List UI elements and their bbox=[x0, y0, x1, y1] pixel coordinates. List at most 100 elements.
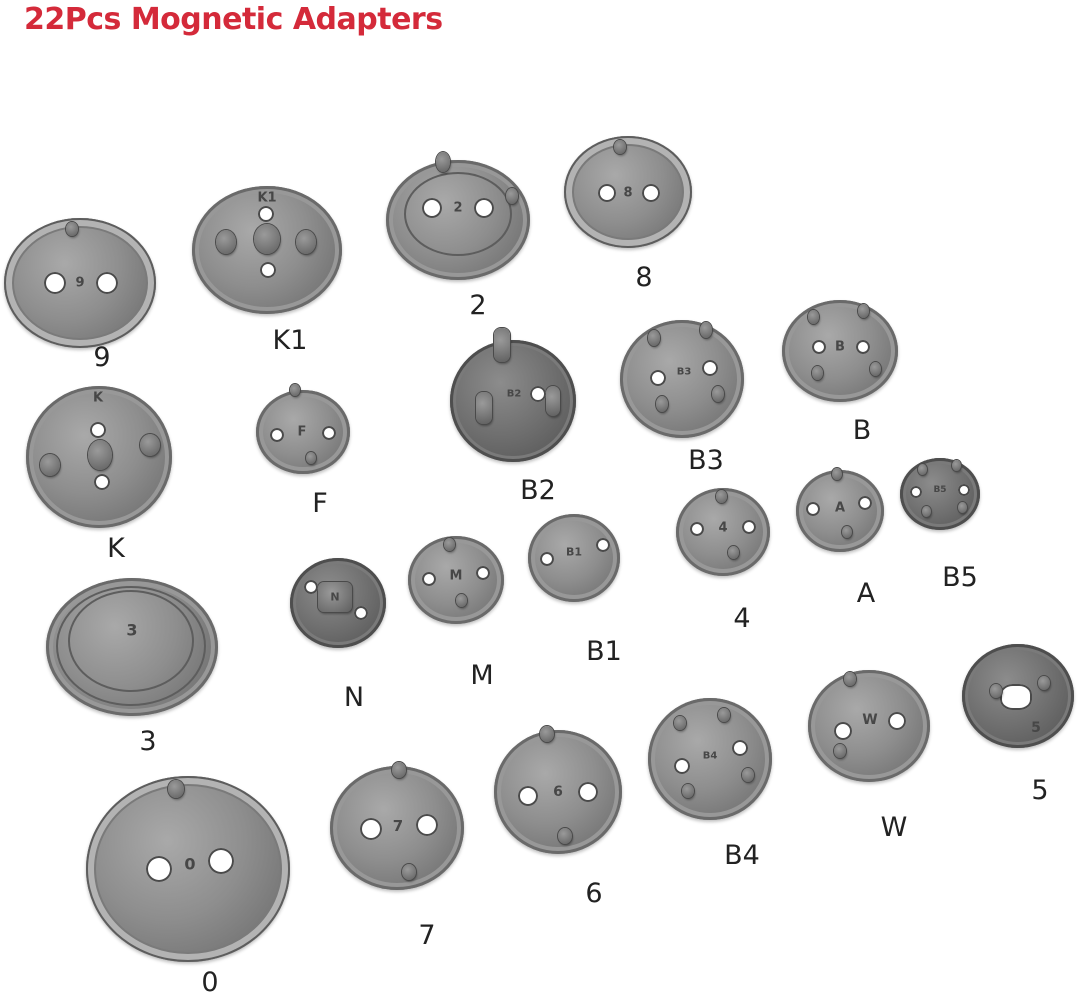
adapter-hole bbox=[742, 520, 756, 534]
adapter-hole bbox=[888, 712, 906, 730]
adapter-pin bbox=[494, 328, 510, 362]
adapter-stamp: W bbox=[862, 712, 878, 728]
adapter-2: 2 bbox=[386, 152, 530, 280]
adapter-pin bbox=[40, 454, 60, 476]
adapter-pin bbox=[990, 684, 1002, 698]
adapter-f: F bbox=[256, 384, 350, 474]
adapter-pin bbox=[834, 744, 846, 758]
adapter-hole bbox=[856, 340, 870, 354]
adapter-hole bbox=[260, 262, 276, 278]
adapter-stamp: B bbox=[835, 339, 845, 355]
adapter-stamp: 6 bbox=[553, 784, 563, 800]
adapter-pin bbox=[682, 784, 694, 798]
adapter-hole bbox=[858, 496, 872, 510]
adapter-hole bbox=[578, 782, 598, 802]
adapter-pin bbox=[922, 506, 931, 517]
adapter-7: 7 bbox=[330, 762, 464, 890]
adapter-pin bbox=[66, 222, 78, 236]
adapter-hole bbox=[94, 474, 110, 490]
adapter-hole bbox=[530, 386, 546, 402]
adapter-hole bbox=[910, 486, 922, 498]
adapter-b2: B2 bbox=[450, 328, 576, 462]
adapter-pin bbox=[614, 140, 626, 154]
adapter-hole bbox=[806, 502, 820, 516]
adapter-hole bbox=[270, 428, 284, 442]
adapter-n: N bbox=[290, 558, 386, 648]
adapter-stamp: 5 bbox=[1031, 720, 1041, 736]
adapter-stamp: B5 bbox=[933, 485, 947, 495]
adapter-label-0: 0 bbox=[201, 967, 219, 998]
adapter-label-b: B bbox=[852, 415, 872, 446]
adapter-pin bbox=[812, 366, 823, 380]
adapter-stamp: 0 bbox=[184, 854, 196, 874]
adapter-w: W bbox=[808, 670, 930, 782]
adapter-hole bbox=[44, 272, 66, 294]
adapter-b5: B5 bbox=[900, 458, 980, 530]
adapter-hole bbox=[476, 566, 490, 580]
adapter-label-5: 5 bbox=[1031, 775, 1049, 806]
adapter-pin bbox=[842, 526, 852, 538]
adapter-stamp: K1 bbox=[257, 190, 277, 206]
adapter-pin bbox=[296, 230, 316, 254]
adapter-hole bbox=[208, 848, 234, 874]
adapter-pin bbox=[254, 224, 280, 254]
adapter-label-8: 8 bbox=[635, 262, 653, 293]
adapter-b: B bbox=[782, 300, 898, 402]
adapter-stamp: M bbox=[449, 568, 463, 584]
adapter-pin bbox=[656, 396, 668, 412]
adapter-hole bbox=[674, 758, 690, 774]
adapter-stamp: A bbox=[834, 500, 846, 516]
adapter-6: 6 bbox=[494, 726, 622, 854]
adapter-pin bbox=[712, 386, 724, 402]
adapter-label-w: W bbox=[880, 812, 908, 843]
adapter-pin bbox=[318, 582, 352, 612]
product-title: 22Pcs Mognetic Adapters bbox=[24, 2, 443, 37]
adapter-pin bbox=[456, 594, 467, 607]
adapter-hole bbox=[474, 198, 494, 218]
adapter-hole bbox=[596, 538, 610, 552]
adapter-label-b2: B2 bbox=[520, 475, 556, 506]
adapter-m: M bbox=[408, 536, 504, 624]
adapter-stamp: 7 bbox=[392, 817, 404, 835]
adapter-hole bbox=[1000, 684, 1032, 710]
adapter-hole bbox=[322, 426, 336, 440]
adapter-pin bbox=[306, 452, 316, 464]
adapter-hole bbox=[416, 814, 438, 836]
adapter-hole bbox=[540, 552, 554, 566]
adapter-pin bbox=[870, 362, 881, 376]
adapter-pin bbox=[546, 386, 560, 416]
adapter-stamp: 9 bbox=[75, 275, 85, 291]
adapter-label-n: N bbox=[343, 682, 365, 713]
adapter-hole bbox=[90, 422, 106, 438]
adapter-pin bbox=[436, 152, 450, 172]
adapter-label-m: M bbox=[470, 660, 494, 691]
adapter-pin bbox=[402, 864, 416, 880]
adapter-label-b3: B3 bbox=[688, 445, 724, 476]
adapter-hole bbox=[598, 184, 616, 202]
adapter-hole bbox=[258, 206, 274, 222]
adapter-pin bbox=[952, 460, 961, 471]
adapter-stamp: B4 bbox=[702, 750, 718, 762]
adapter-label-6: 6 bbox=[585, 878, 603, 909]
adapter-pin bbox=[808, 310, 819, 324]
adapter-hole bbox=[702, 360, 718, 376]
adapter-pin bbox=[832, 468, 842, 480]
adapter-pin bbox=[558, 828, 572, 844]
adapter-pin bbox=[858, 304, 869, 318]
adapter-stamp: 8 bbox=[623, 185, 633, 201]
adapter-label-2: 2 bbox=[469, 290, 487, 321]
adapter-ring bbox=[68, 590, 194, 692]
adapter-pin bbox=[716, 490, 727, 503]
adapter-hole bbox=[812, 340, 826, 354]
adapter-pin bbox=[648, 330, 660, 346]
adapter-b1: B1 bbox=[528, 514, 620, 602]
adapter-pin bbox=[506, 188, 518, 204]
adapter-stamp: F bbox=[297, 424, 307, 440]
adapter-pin bbox=[844, 672, 856, 686]
adapter-hole bbox=[304, 580, 318, 594]
adapter-hole bbox=[642, 184, 660, 202]
adapter-k: K bbox=[26, 386, 172, 528]
adapter-pin bbox=[1038, 676, 1050, 690]
adapter-pin bbox=[540, 726, 554, 742]
adapter-stamp: B2 bbox=[506, 388, 522, 400]
